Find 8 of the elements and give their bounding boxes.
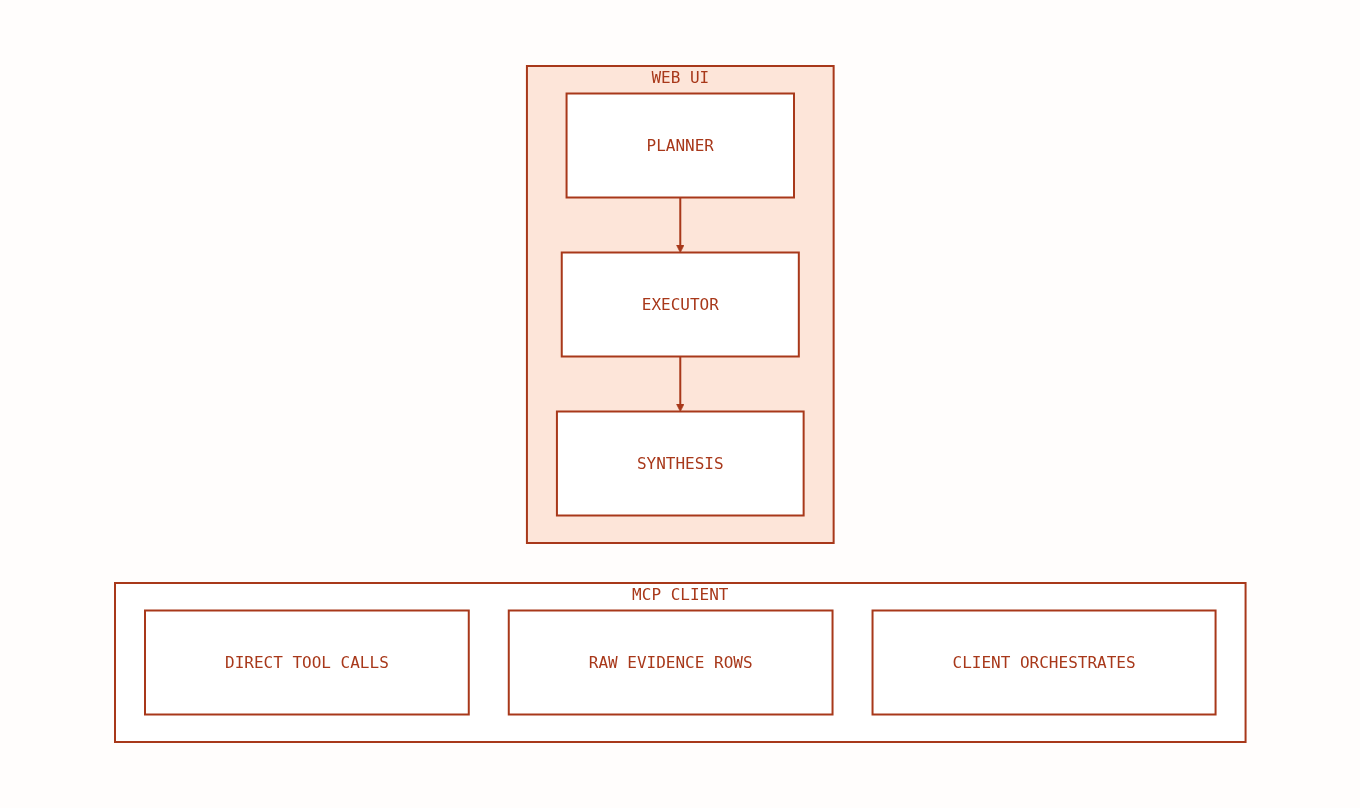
arrow bbox=[675, 355, 685, 412]
node-box: EXECUTOR bbox=[560, 251, 800, 358]
node-box: SYNTHESIS bbox=[555, 410, 805, 517]
arrow bbox=[675, 196, 685, 253]
node-box: RAW EVIDENCE ROWS bbox=[507, 609, 834, 716]
node-box: DIRECT TOOL CALLS bbox=[143, 609, 470, 716]
node-box: PLANNER bbox=[565, 92, 795, 199]
node-box: CLIENT ORCHESTRATES bbox=[871, 609, 1217, 716]
